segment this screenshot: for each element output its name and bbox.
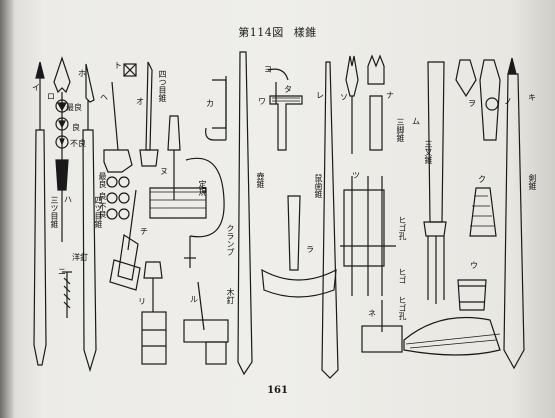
- label-poor-1: 不良: [70, 139, 86, 148]
- label-i: イ: [32, 83, 40, 92]
- awl-he-drawing: [103, 81, 133, 173]
- label-sword-awl: 剣錐: [528, 174, 537, 190]
- label-tripod-awl: 三脚錐: [396, 118, 405, 142]
- label-yotsume-awl-2: 四つ目錐: [158, 70, 167, 102]
- label-ne: ネ: [368, 309, 376, 318]
- label-na: ナ: [386, 91, 394, 100]
- awl-ka-drawing: [205, 76, 227, 141]
- label-wood-nail: 木釘: [226, 288, 235, 304]
- awl-ra-drawing: [261, 195, 337, 298]
- label-trident-awl: 三叉錐: [424, 140, 433, 164]
- label-hego-hole-1: ヒゴ孔: [398, 216, 407, 240]
- label-ri: リ: [138, 297, 146, 306]
- awl-ru-drawing: [183, 281, 229, 365]
- label-mitsume-awl: 三ツ目錐: [50, 196, 59, 228]
- label-western-nail: 洋釘: [72, 253, 88, 262]
- awl-ho-drawing: [82, 63, 97, 373]
- label-wo: ヲ: [468, 99, 476, 108]
- label-nezuba-awl: 鼠歯錐: [314, 174, 323, 198]
- label-good-2: 良: [98, 192, 107, 200]
- awl-wa-drawing: [237, 51, 253, 376]
- label-tsubo-awl: 壺錐: [256, 172, 265, 188]
- awl-ro-drawing: [53, 56, 71, 242]
- label-he: ヘ: [100, 93, 108, 102]
- label-ro: ロ: [47, 92, 55, 101]
- label-ra: ラ: [306, 245, 314, 254]
- label-ki: キ: [528, 93, 536, 102]
- awl-na-drawing: [367, 54, 385, 151]
- awl-so-drawing: [345, 55, 359, 154]
- awl-ri-drawing: [141, 261, 167, 365]
- label-ruler: 定規: [198, 180, 207, 196]
- awl-i-drawing: [33, 61, 47, 366]
- awl-chi-drawing: [109, 189, 141, 291]
- label-to: ト: [114, 61, 122, 70]
- label-hego: ヒゴ: [398, 268, 407, 284]
- awl-o-drawing: [139, 61, 159, 167]
- label-nu: ヌ: [160, 167, 168, 176]
- label-hego-hole-2: ヒゴ孔: [398, 296, 407, 320]
- label-ka: カ: [206, 99, 214, 108]
- label-poor-2: 不良: [98, 202, 107, 218]
- bucket-drawing: [457, 279, 487, 311]
- label-wa: ワ: [258, 97, 266, 106]
- label-u: ウ: [470, 261, 478, 270]
- frame-drawing: [340, 176, 396, 296]
- label-ta: タ: [284, 85, 292, 94]
- label-no: ノ: [504, 97, 512, 106]
- label-clamp: クランプ: [226, 224, 235, 256]
- awl-re-drawing: [321, 61, 339, 379]
- label-best-2: 最良: [98, 172, 107, 188]
- awl-to-drawing: [106, 63, 137, 220]
- label-ku: ク: [478, 175, 486, 184]
- figure-caption: 樣錐: [293, 26, 317, 39]
- label-ni: ニ: [58, 267, 66, 276]
- trident-awl-drawing: [403, 61, 501, 356]
- awl-ne-drawing: [361, 300, 403, 353]
- awl-woku-drawing: [455, 59, 501, 237]
- figure-number: 第114図: [238, 26, 284, 39]
- label-ru: ル: [190, 295, 198, 304]
- nail-drawing: [62, 271, 72, 318]
- sword-awl-drawing: [503, 57, 525, 370]
- label-mu: ム: [412, 117, 420, 126]
- label-ho: ホ: [78, 69, 86, 78]
- label-good-1: 良: [72, 123, 80, 132]
- page-number: 161: [267, 385, 288, 396]
- label-yotsume-awl: 四ツ目錐: [94, 196, 103, 228]
- label-best-1: 最良: [66, 103, 82, 112]
- awl-yota-drawing: [267, 68, 303, 151]
- label-tsu: ツ: [352, 171, 360, 180]
- label-chi: チ: [140, 227, 148, 236]
- figure-title: 第114図樣錐: [0, 24, 555, 40]
- page-gutter-shadow: [0, 0, 14, 418]
- label-yo: ヨ: [264, 65, 272, 74]
- label-o: オ: [136, 97, 144, 106]
- label-re: レ: [316, 91, 324, 100]
- label-ha: ハ: [64, 195, 72, 204]
- label-so: ソ: [340, 93, 348, 102]
